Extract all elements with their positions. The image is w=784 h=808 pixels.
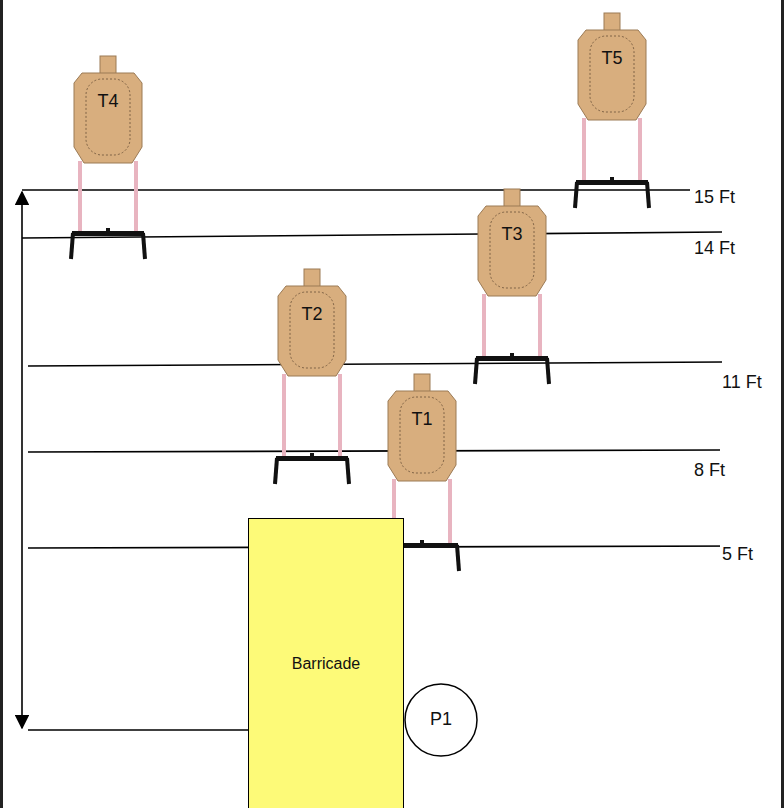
distance-label: 14 Ft <box>692 238 737 258</box>
target-silhouette: T2 <box>276 268 348 383</box>
target-label: T2 <box>301 304 322 326</box>
target-silhouette-outline <box>276 268 348 383</box>
distance-label: 11 Ft <box>720 372 764 392</box>
distance-label: 5 Ft <box>720 544 755 564</box>
target-silhouette-outline <box>576 12 648 127</box>
distance-label: 15 Ft <box>692 187 737 207</box>
target-silhouette-outline <box>72 55 144 170</box>
target-stand <box>575 118 649 208</box>
target-silhouette: T5 <box>576 12 648 127</box>
target-label: T1 <box>411 409 432 431</box>
target-stand <box>475 294 549 384</box>
target-label: T4 <box>97 91 118 113</box>
distance-label: 8 Ft <box>692 460 727 480</box>
dimension-arrow <box>21 192 23 728</box>
frame-edge <box>781 0 784 808</box>
target-stand <box>275 374 349 484</box>
barricade-label: Barricade <box>292 654 360 673</box>
target-silhouette: T4 <box>72 55 144 170</box>
target-silhouette: T3 <box>476 188 548 303</box>
target-stand <box>71 161 145 259</box>
barricade-box: Barricade <box>248 518 404 808</box>
target-silhouette: T1 <box>386 373 458 488</box>
target-silhouette-outline <box>476 188 548 303</box>
position-circle: P1 <box>404 683 478 757</box>
frame-edge <box>0 0 3 808</box>
target-label: T3 <box>501 224 522 246</box>
target-label: T5 <box>601 48 622 70</box>
position-label: P1 <box>430 709 452 731</box>
target-silhouette-outline <box>386 373 458 488</box>
